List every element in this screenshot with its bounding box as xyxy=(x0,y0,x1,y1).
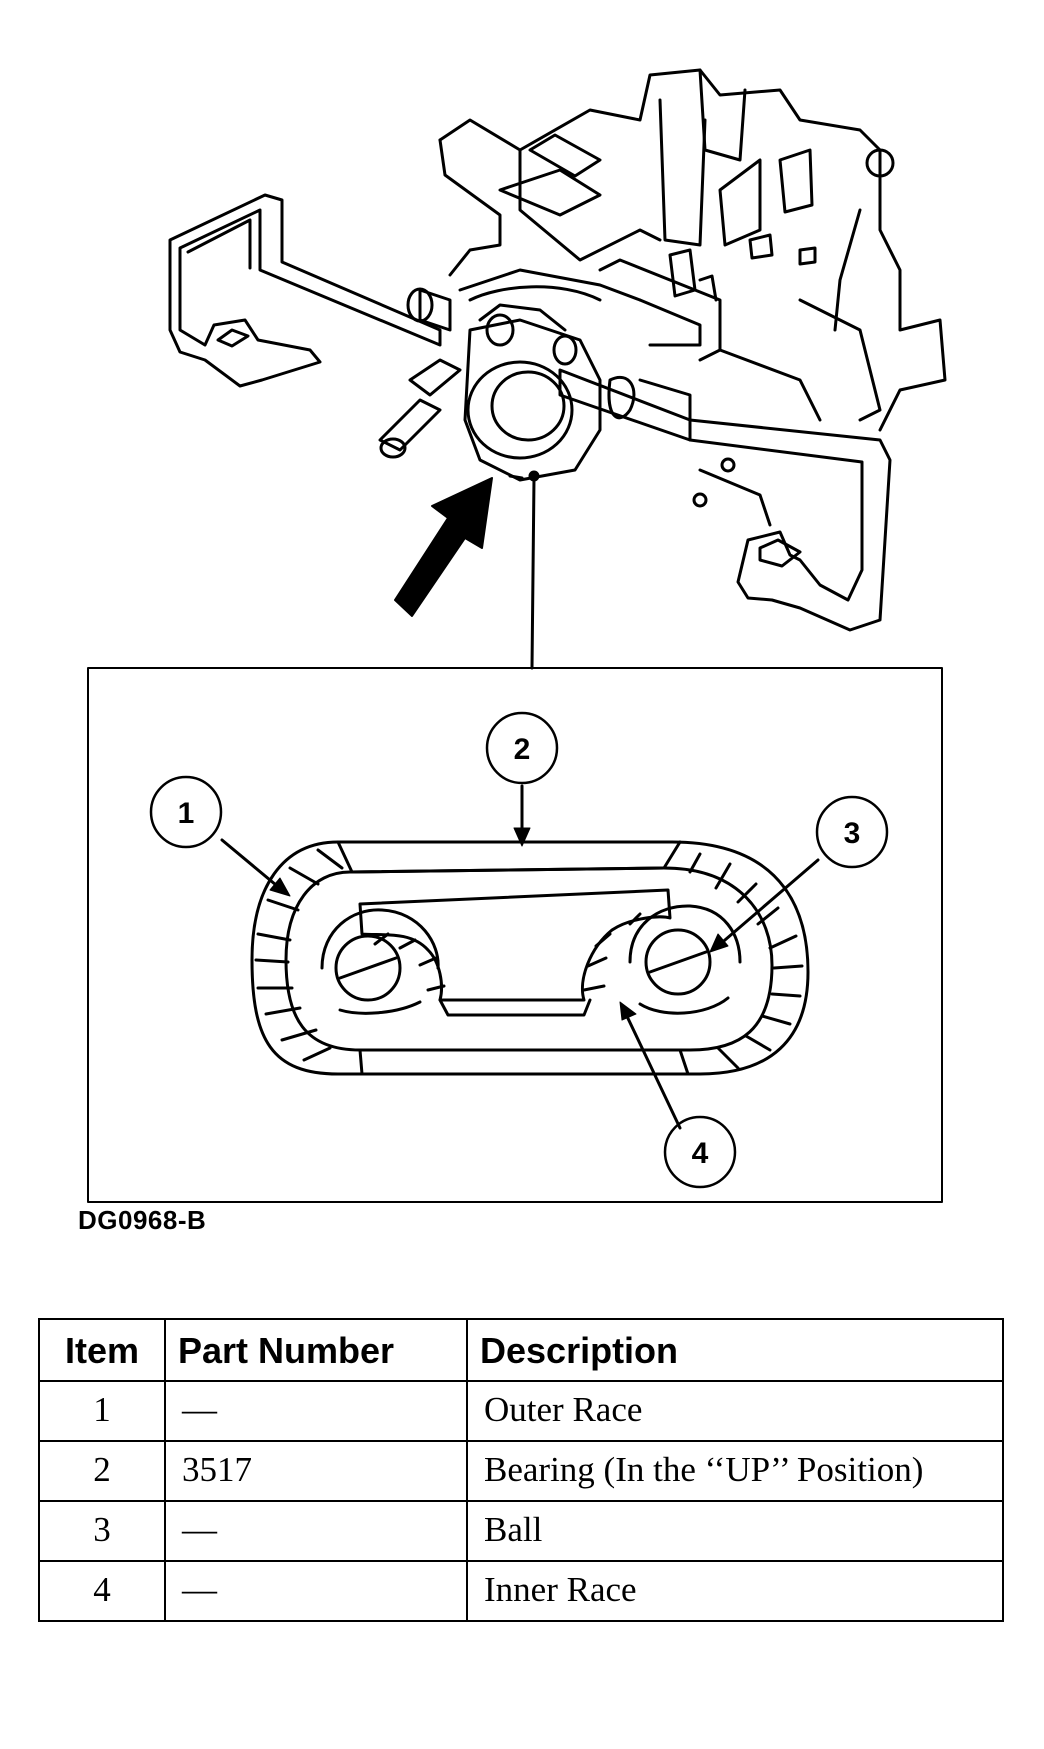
table-header-row: Item Part Number Description xyxy=(38,1318,1004,1382)
callout-label-4: 4 xyxy=(692,1137,709,1170)
cell-item: 2 xyxy=(38,1440,166,1502)
table-row: 3 — Ball xyxy=(38,1500,1004,1562)
callout-circle-2 xyxy=(485,711,559,785)
bearing-section-drawing xyxy=(250,840,810,1076)
cell-part-number: — xyxy=(164,1560,468,1622)
detail-leader-line xyxy=(530,476,536,670)
table-row: 1 — Outer Race xyxy=(38,1380,1004,1442)
cell-item: 3 xyxy=(38,1500,166,1562)
header-item: Item xyxy=(38,1318,166,1382)
cell-item: 1 xyxy=(38,1380,166,1442)
detail-frame xyxy=(87,667,943,1203)
callout-label-2: 2 xyxy=(514,733,531,766)
callout-circle-1 xyxy=(149,775,223,849)
callout-label-3: 3 xyxy=(844,817,861,850)
column-assembly-drawing xyxy=(168,68,947,632)
bearing-illustration: 1 2 3 4 xyxy=(87,68,947,1203)
cell-part-number: — xyxy=(164,1380,468,1442)
cell-description: Inner Race xyxy=(466,1560,1004,1622)
cell-part-number: 3517 xyxy=(164,1440,468,1502)
cell-description: Bearing (In the ‘‘UP’’ Position) xyxy=(466,1440,1004,1502)
callout-label-1: 1 xyxy=(178,797,195,830)
cell-part-number: — xyxy=(164,1500,468,1562)
parts-table: Item Part Number Description 1 — Outer R… xyxy=(38,1318,1004,1622)
callout-circle-3 xyxy=(815,795,889,869)
cell-item: 4 xyxy=(38,1560,166,1622)
cell-description: Ball xyxy=(466,1500,1004,1562)
pointer-arrow xyxy=(394,477,493,617)
callout-circle-4 xyxy=(663,1115,737,1189)
figure-code: DG0968-B xyxy=(78,1205,207,1235)
header-description: Description xyxy=(466,1318,1004,1382)
header-part-number: Part Number xyxy=(164,1318,468,1382)
cell-description: Outer Race xyxy=(466,1380,1004,1442)
callout-arrowheads xyxy=(269,827,729,1021)
table-row: 4 — Inner Race xyxy=(38,1560,1004,1622)
table-row: 2 3517 Bearing (In the ‘‘UP’’ Position) xyxy=(38,1440,1004,1502)
